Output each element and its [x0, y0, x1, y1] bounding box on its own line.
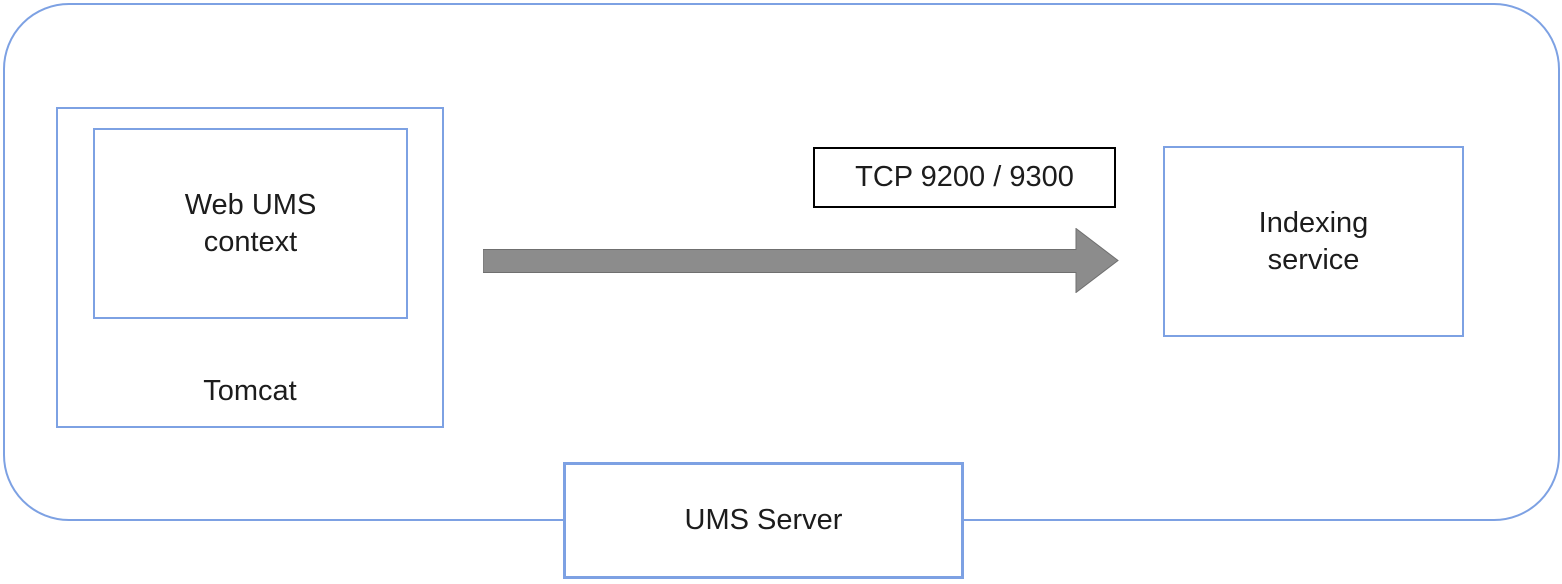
- ums-server-label: UMS Server: [684, 504, 843, 536]
- tcp-port-label-box: TCP 9200 / 9300: [813, 147, 1116, 208]
- tcp-port-label: TCP 9200 / 9300: [855, 161, 1074, 193]
- web-ums-context-box: Web UMS context: [93, 128, 408, 319]
- ums-server-box: UMS Server: [563, 462, 964, 579]
- tomcat-label: Tomcat: [203, 375, 297, 407]
- tomcat-box: Web UMS context Tomcat: [56, 107, 444, 428]
- indexing-service-label: Indexing service: [1258, 206, 1369, 276]
- indexing-service-box: Indexing service: [1163, 146, 1464, 337]
- arrow-right-shape: [483, 228, 1119, 293]
- connection-arrow-icon: [483, 228, 1119, 293]
- web-ums-context-label: Web UMS context: [184, 188, 317, 258]
